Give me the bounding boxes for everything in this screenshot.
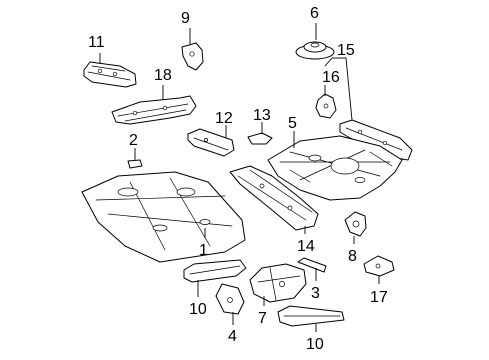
callout-13: 13	[253, 107, 271, 124]
callout-7: 7	[258, 310, 267, 327]
leader-lines	[99, 23, 380, 332]
callout-2: 2	[129, 132, 138, 149]
part-18-crossmember	[111, 95, 197, 125]
callout-5: 5	[288, 115, 297, 132]
callout-3: 3	[311, 285, 320, 302]
part-3-strap	[297, 257, 327, 273]
part-7-bracket	[249, 263, 307, 303]
callout-11: 11	[88, 34, 105, 51]
callout-18: 18	[154, 67, 172, 84]
part-9-bracket	[181, 42, 204, 71]
part-14-side-rail	[229, 165, 319, 231]
part-17-bracket	[363, 255, 395, 277]
part-16-bracket	[315, 93, 337, 119]
part-13-clip	[247, 132, 273, 145]
part-10-reinforcement-upper	[183, 259, 247, 283]
callout-9: 9	[181, 10, 190, 27]
callout-15: 15	[337, 42, 355, 59]
part-11-rail	[83, 61, 137, 88]
part-1-front-floor	[81, 171, 246, 263]
callout-16: 16	[322, 69, 340, 86]
part-2-clip	[127, 159, 143, 169]
callout-labels: 11 9 6 18 15 16 2 12 13 5 1 14 8 17 10 4…	[88, 5, 388, 353]
callout-6: 6	[310, 5, 319, 22]
callout-8: 8	[348, 248, 357, 265]
callout-12: 12	[215, 110, 233, 127]
part-8-bracket	[344, 211, 367, 237]
callout-1: 1	[199, 242, 208, 259]
callout-10-upper: 10	[189, 301, 207, 318]
part-6-mount	[295, 41, 335, 60]
part-12-bracket	[187, 128, 235, 157]
part-5-rear-floor	[267, 135, 403, 201]
part-4-bracket	[215, 283, 245, 315]
callout-17: 17	[370, 289, 388, 306]
callout-14: 14	[297, 238, 315, 255]
callout-10-lower: 10	[306, 336, 324, 353]
part-10-reinforcement-lower	[277, 305, 345, 327]
callout-4: 4	[228, 328, 237, 345]
part-15-rail	[339, 119, 413, 161]
